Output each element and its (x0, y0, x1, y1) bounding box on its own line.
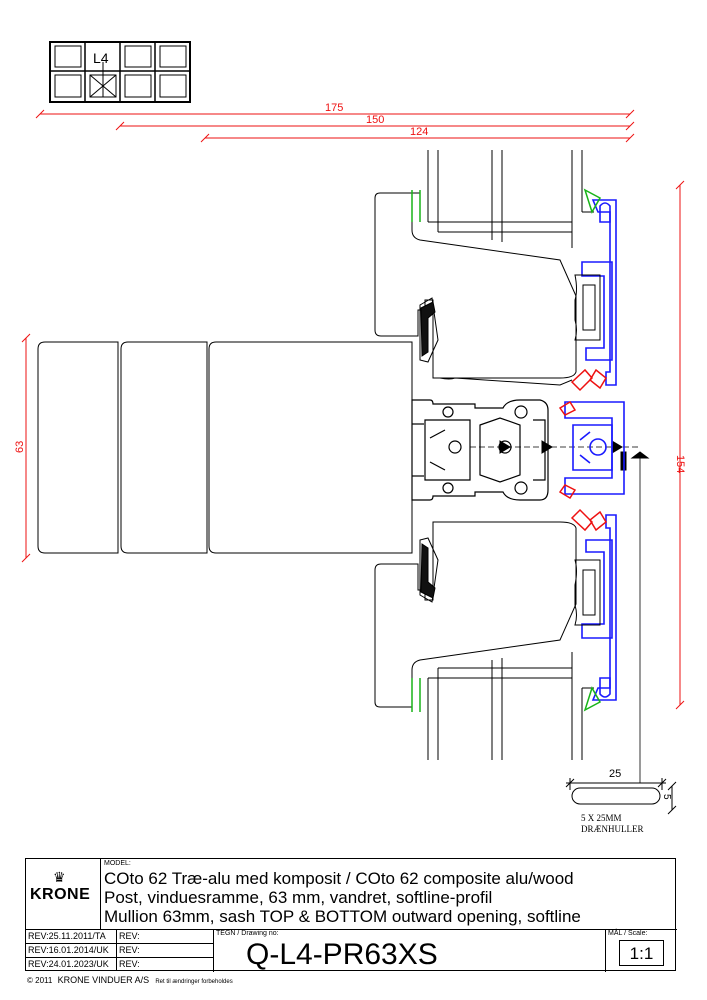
dim-63: 63 (14, 441, 26, 453)
model-line-2: Post, vinduesramme, 63 mm, vandret, soft… (104, 888, 493, 907)
slot-width-25: 25 (609, 768, 621, 780)
dimension-line-63 (21, 333, 31, 563)
scale-section: MÅL / Scale: 1:1 (605, 929, 677, 972)
drawing-label: TEGN / Drawing no: (216, 930, 279, 937)
footer: © 2011 KRONE VINDUER A/S Ret til ændring… (27, 975, 233, 985)
dimension-lines-top (35, 109, 635, 143)
model-line-3: Mullion 63mm, sash TOP & BOTTOM outward … (104, 907, 581, 926)
scale-value: 1:1 (619, 940, 664, 966)
slot-height-5: 5 (661, 794, 672, 800)
revision-blank: REV: (116, 930, 140, 943)
company-logo: ♛ KRONE (26, 859, 101, 929)
revision-date: REV:25.11.2011/TA (28, 931, 106, 941)
aluminium-cladding (564, 199, 625, 701)
key-plan-label: L4 (93, 50, 109, 66)
dim-124: 124 (410, 126, 428, 138)
company-name: KRONE VINDUER A/S (57, 975, 150, 985)
drainage-note-line2: DRÆNHULLER (581, 824, 644, 834)
key-plan (49, 41, 191, 103)
revision-blank: REV: (116, 944, 140, 957)
drainage-note-line1: 5 X 25MM (581, 813, 622, 823)
scale-label: MÅL / Scale: (608, 930, 648, 937)
seal-gaskets-red (558, 368, 607, 532)
dim-154: 154 (674, 455, 686, 473)
hardware-pieces (574, 274, 601, 626)
brand-name: KRONE (30, 886, 91, 903)
revision-row: REV:16.01.2014/UK REV: (26, 943, 213, 957)
dimension-line-154 (675, 180, 685, 710)
model-section: MODEL: COto 62 Træ-alu med komposit / CO… (101, 859, 675, 929)
revision-row: REV:25.11.2011/TA REV: (26, 929, 213, 943)
copyright: © 2011 (27, 976, 53, 985)
lower-sash-profile (374, 521, 594, 760)
glazing-unit (37, 341, 413, 554)
title-block: ♛ KRONE MODEL: COto 62 Træ-alu med kompo… (25, 858, 677, 972)
drawing-number-section: TEGN / Drawing no: Q-L4-PR63XS (213, 929, 605, 972)
glazing-beads (420, 301, 436, 599)
revision-date: REV:16.01.2014/UK (28, 945, 109, 955)
seal-gaskets-green (411, 188, 602, 712)
crown-icon: ♛ (53, 869, 66, 885)
dim-150: 150 (366, 114, 384, 126)
upper-sash-profile (374, 150, 594, 386)
revision-row: REV:24.01.2023/UK REV: (26, 957, 213, 972)
revision-blank: REV: (116, 958, 140, 971)
mullion-core (411, 399, 549, 501)
model-label: MODEL: (104, 860, 131, 867)
model-line-1: COto 62 Træ-alu med komposit / COto 62 c… (104, 869, 574, 888)
dim-175: 175 (325, 102, 343, 114)
drawing-number: Q-L4-PR63XS (246, 938, 438, 971)
revision-date: REV:24.01.2023/UK (28, 959, 109, 969)
drainage-slot (565, 778, 677, 815)
rights-note: Ret til ændringer forbeholdes (155, 979, 233, 985)
